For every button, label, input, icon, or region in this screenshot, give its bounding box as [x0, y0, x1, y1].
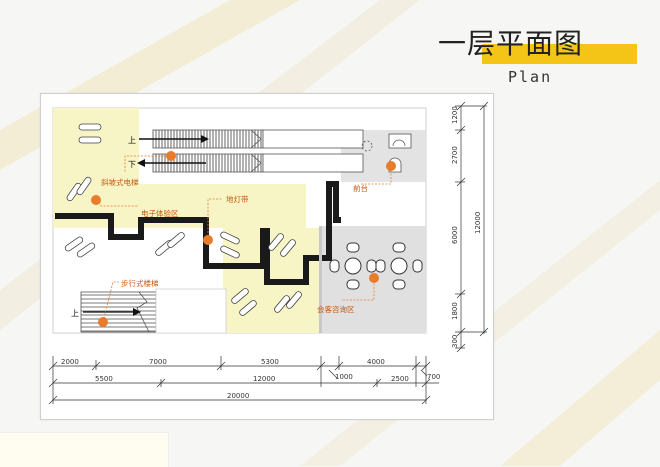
reception-chair-icon — [392, 139, 406, 147]
label-meeting: 会客咨询区 — [317, 304, 355, 314]
stairs-wall — [155, 288, 227, 334]
dim-bottom-5: 5500 — [95, 375, 113, 383]
marker-floor-light — [203, 235, 213, 245]
kiosk-pair-8 — [274, 291, 302, 313]
floor-light-strip — [55, 181, 341, 285]
partition-wall — [319, 226, 322, 333]
escalator-up-arrowhead — [201, 135, 209, 143]
label-stairs: 步行式楼梯 — [121, 278, 159, 288]
marker-stairs — [98, 317, 108, 327]
dim-bottom-3: 5300 — [261, 358, 279, 366]
floor-plan-drawing: 上 下 上 — [48, 101, 489, 405]
escalator-down-arrowhead — [137, 159, 145, 167]
stairs-arrowhead — [133, 308, 141, 316]
dimension-right — [455, 101, 489, 353]
page-title: 一层平面图 — [438, 27, 584, 60]
label-escalator: 斜坡式电梯 — [101, 177, 139, 187]
dim-bottom-total: 20000 — [227, 392, 249, 400]
dim-right-1: 1200 — [451, 106, 459, 124]
kiosk-pair-2 — [66, 176, 92, 202]
kiosk-pair-5 — [220, 231, 240, 259]
marker-meeting — [369, 273, 379, 283]
page-subtitle: Plan — [508, 68, 553, 86]
title-block: 一层平面图 Plan — [430, 22, 650, 92]
dim-bottom-2: 7000 — [149, 358, 167, 366]
escalator-divider — [250, 129, 262, 173]
reception-cabinet — [388, 133, 412, 149]
stairs-up-label: 上 — [71, 309, 79, 318]
stairs-break-line — [136, 291, 150, 333]
marker-reception — [386, 161, 396, 171]
dim-right-4: 1800 — [451, 302, 459, 320]
leader-lines — [95, 155, 392, 323]
escalator-up-landing — [262, 129, 364, 149]
dim-right-3: 6000 — [451, 226, 459, 244]
floor-plan-card: 上 下 上 — [40, 93, 494, 420]
dimension-bottom — [48, 356, 439, 405]
dim-bottom-6: 12000 — [253, 375, 275, 383]
escalator-down-label: 下 — [128, 160, 136, 169]
zone-yellow-left — [53, 108, 306, 228]
dim-bottom-4: 4000 — [367, 358, 385, 366]
escalator-up-label: 上 — [128, 136, 136, 145]
kiosk-pair-3 — [64, 236, 96, 258]
kiosk-pair-6 — [268, 233, 296, 257]
label-reception: 前台 — [353, 183, 368, 193]
kiosk-pair-1 — [78, 123, 102, 144]
marker-experience — [91, 195, 101, 205]
label-experience: 电子体验区 — [141, 208, 179, 218]
marker-escalator — [166, 151, 176, 161]
dim-right-5: 300 — [451, 335, 459, 348]
kiosk-pair-4 — [155, 232, 185, 256]
label-floor-light: 地灯带 — [226, 194, 249, 204]
meeting-set-right — [375, 242, 423, 290]
escalator-down-landing — [262, 153, 364, 173]
dim-right-2: 2700 — [451, 146, 459, 164]
reception-dashed-circle — [361, 140, 373, 152]
dim-bottom-small-b: 700 — [427, 373, 440, 381]
decorative-card — [0, 432, 169, 467]
kiosk-pair-7 — [231, 288, 257, 316]
dim-bottom-1: 2000 — [61, 358, 79, 366]
meeting-set-left — [329, 242, 377, 290]
dim-bottom-7: 2500 — [391, 375, 409, 383]
dim-right-total: 12000 — [474, 212, 482, 234]
title-accent-bar — [482, 44, 637, 64]
dim-bottom-small-a: 1000 — [335, 373, 353, 381]
